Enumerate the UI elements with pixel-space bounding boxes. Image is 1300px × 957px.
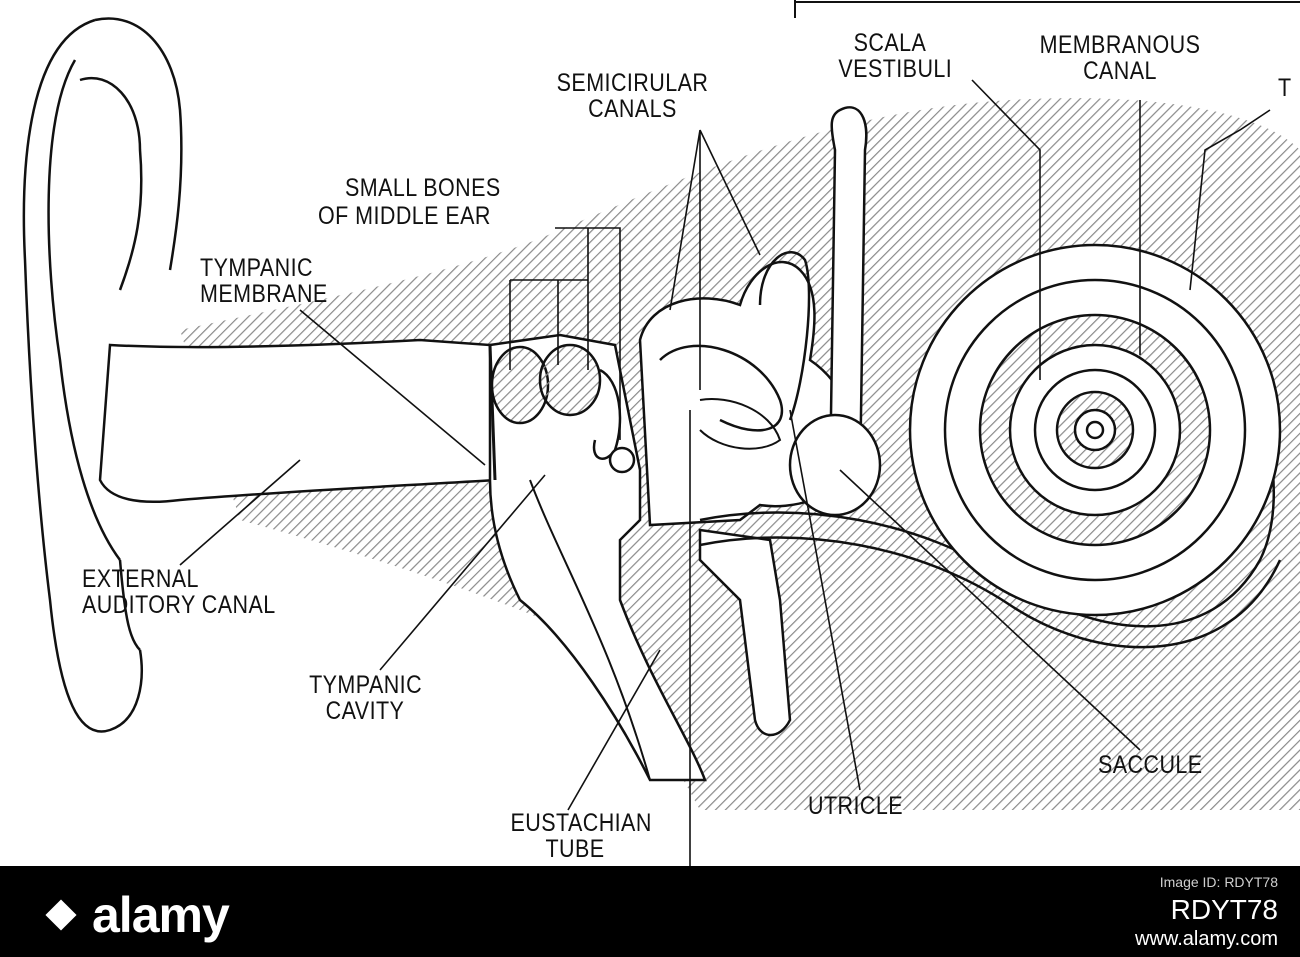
cochlear-duct-inner xyxy=(699,536,1282,649)
label-saccule: SACCULE xyxy=(1098,751,1203,779)
semicircular-loop-2 xyxy=(659,344,784,432)
watermark-url: www.alamy.com xyxy=(1135,928,1278,950)
label-t: T xyxy=(1278,74,1292,102)
vestibular-extension xyxy=(698,528,792,737)
leader-lines xyxy=(179,79,1271,870)
ossicles xyxy=(490,343,636,474)
image-id: RDYT78 xyxy=(1170,894,1278,925)
label-utricle: UTRICLE xyxy=(808,792,904,820)
label-small-bones: SMALL BONES xyxy=(345,174,501,202)
tympanic-membrane-shape xyxy=(488,344,497,481)
label-small-bones-line2: OF MIDDLE EAR xyxy=(318,202,491,230)
brand-logo: alamy xyxy=(45,886,230,944)
cochlea xyxy=(908,243,1282,617)
alamy-diamond-icon xyxy=(45,899,77,931)
watermark-bar xyxy=(0,866,1300,957)
semicircular-loop-1 xyxy=(758,251,811,421)
cochlea-bracket xyxy=(794,0,1300,18)
image-id-caption: Image ID: RDYT78 xyxy=(1159,874,1278,890)
saccule-shape xyxy=(788,413,882,517)
auricle xyxy=(22,17,183,733)
eustachian-tube-wall xyxy=(529,479,651,781)
tympanic-cavity-shape xyxy=(488,333,707,782)
semicircular-loop-3 xyxy=(699,398,782,450)
external-auditory-canal-shape xyxy=(98,338,497,504)
